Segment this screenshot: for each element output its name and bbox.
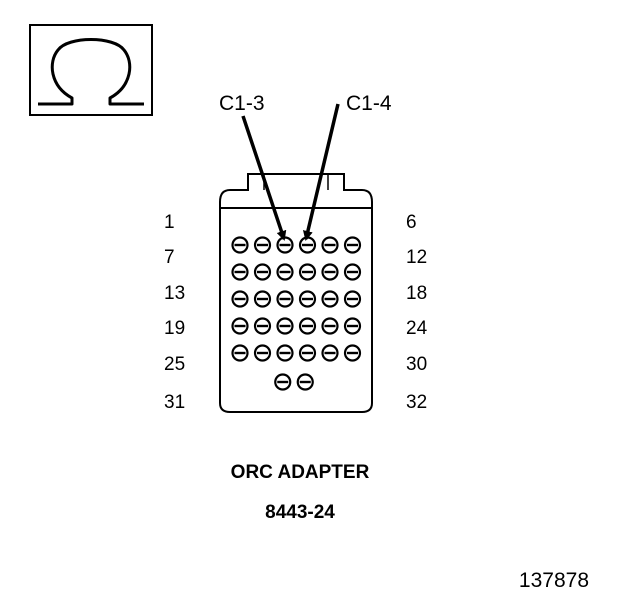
adapter-name: ORC ADAPTER [231,462,370,483]
pin-23 [321,317,339,335]
pin-5 [321,236,339,254]
pin-15 [276,290,294,308]
row-number-right: 24 [406,318,428,339]
pin-1 [231,236,249,254]
row-number-left: 7 [164,247,175,268]
row-number-left: 13 [164,283,185,304]
pin-8 [253,263,272,281]
pin-4 [298,236,317,254]
pin-19 [231,317,249,335]
pin-14 [253,290,272,308]
row-number-right: 12 [406,247,427,268]
row-number-left: 25 [164,354,185,375]
callout-label-c1-4: C1-4 [346,92,392,115]
callout-arrow-c1-3 [241,115,287,241]
pin-13 [231,290,249,308]
pin-6 [343,236,362,254]
adapter-part-number: 8443-24 [265,502,335,523]
pin-31 [274,373,292,391]
pin-22 [298,317,317,335]
row-number-left: 19 [164,318,185,339]
row-number-right: 30 [406,354,427,375]
pin-grid [231,236,362,391]
pin-27 [276,344,294,362]
pin-30 [343,344,362,362]
pin-28 [298,344,317,362]
pin-11 [321,263,339,281]
row-numbers: 1 6 7 12 13 18 19 24 25 30 31 32 [164,212,428,413]
pin-20 [253,317,272,335]
ohm-icon [29,24,153,116]
pin-3 [276,236,294,254]
callout-arrow-c1-4 [302,103,340,241]
connector-body [219,173,373,413]
pin-7 [231,263,249,281]
pin-17 [321,290,339,308]
row-number-right: 32 [406,392,427,413]
callout-arrows [241,103,340,241]
pin-29 [321,344,339,362]
pin-25 [231,344,249,362]
pin-10 [298,263,317,281]
figure-number: 137878 [519,569,589,592]
pin-32 [296,373,314,391]
pin-2 [253,236,272,254]
pin-24 [343,317,362,335]
row-number-right: 18 [406,283,427,304]
row-number-left: 31 [164,392,185,413]
callout-label-c1-3: C1-3 [219,92,265,115]
pin-18 [343,290,362,308]
pin-9 [276,263,294,281]
row-number-left: 1 [164,212,175,233]
pin-16 [298,290,317,308]
row-number-right: 6 [406,212,417,233]
pin-26 [253,344,272,362]
pin-12 [343,263,362,281]
pin-21 [276,317,294,335]
